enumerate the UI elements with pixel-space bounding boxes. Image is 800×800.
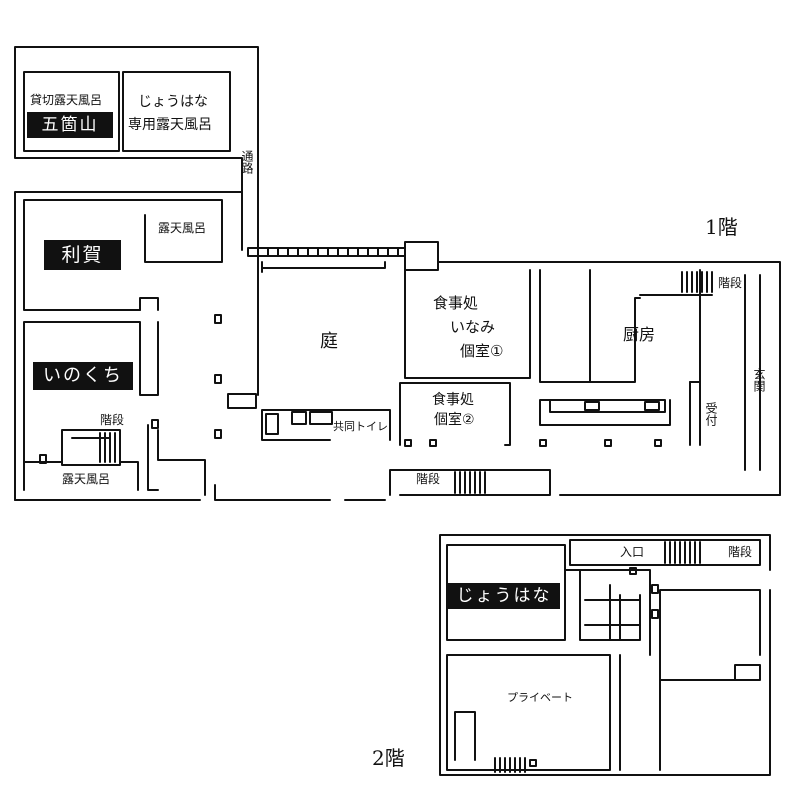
small-post-9 bbox=[429, 439, 437, 447]
inami-line3: 個室① bbox=[460, 342, 504, 360]
toilet-fixture-3 bbox=[291, 411, 307, 425]
johana-name-badge: じょうはな bbox=[448, 583, 560, 609]
genkan-label: 玄関 bbox=[752, 368, 766, 392]
toilet-label: 共同トイレ bbox=[333, 420, 388, 433]
floor2-stair-steps bbox=[664, 541, 701, 564]
floor2-post-3 bbox=[629, 567, 637, 575]
floor1-steps-bottom bbox=[454, 471, 486, 494]
toga-name-badge: 利賀 bbox=[44, 240, 121, 270]
inokuchi-stair-steps bbox=[99, 432, 116, 463]
floor2-post-1 bbox=[651, 584, 659, 594]
kitchen-counter bbox=[539, 399, 671, 426]
gokayama-room bbox=[23, 71, 120, 152]
small-post-3 bbox=[214, 429, 222, 439]
small-post-8 bbox=[654, 439, 662, 447]
inokuchi-low-wall bbox=[157, 429, 206, 496]
floor2-outer-wall bbox=[439, 534, 771, 776]
private-room-walls bbox=[446, 654, 611, 771]
johana-bath-line1: じょうはな bbox=[138, 94, 208, 110]
stairs-top-label: 階段 bbox=[718, 276, 743, 290]
small-post-10 bbox=[404, 439, 412, 447]
small-post-1 bbox=[214, 314, 222, 324]
floor2-right-rooms bbox=[619, 589, 761, 771]
floor1-label: 1階 bbox=[705, 215, 738, 239]
kitchen-walls bbox=[539, 269, 701, 383]
kitchen-stair-steps bbox=[639, 271, 713, 296]
garden-top-wall bbox=[247, 247, 406, 257]
sink-2 bbox=[644, 401, 660, 411]
floor2-inner-walls bbox=[564, 569, 651, 656]
inokuchi-name-badge: いのくち bbox=[33, 362, 133, 390]
inami-line1: 食事処 bbox=[433, 294, 479, 312]
inokuchi-stair-walls bbox=[61, 429, 121, 466]
small-post-2 bbox=[214, 374, 222, 384]
gokayama-name-badge: 五箇山 bbox=[27, 112, 113, 138]
toga-bath-label: 露天風呂 bbox=[158, 221, 207, 235]
stairs-bottom-label: 階段 bbox=[416, 472, 441, 486]
floor2-stairs-label: 階段 bbox=[728, 545, 753, 559]
private-label: プライベート bbox=[507, 691, 573, 704]
garden-hatch bbox=[257, 247, 399, 257]
floor2-cross-lines bbox=[584, 584, 641, 641]
sink-1 bbox=[584, 401, 600, 411]
toga-inner-wall bbox=[139, 297, 159, 311]
floor1-bottom-wall bbox=[14, 469, 781, 501]
johana-bath-line2: 専用露天風呂 bbox=[128, 117, 212, 133]
floor2-post-4 bbox=[529, 759, 537, 767]
reception-walls bbox=[689, 381, 701, 446]
genkan-walls bbox=[744, 274, 761, 471]
inokuchi-stairs-label: 階段 bbox=[100, 413, 125, 427]
entry-block bbox=[404, 241, 439, 271]
floor2-top-corridor bbox=[569, 539, 761, 566]
inokuchi-bath-label: 露天風呂 bbox=[62, 472, 111, 486]
inami-line2: いなみ bbox=[450, 318, 496, 336]
toilet-fixture-2 bbox=[309, 411, 333, 425]
toga-walls bbox=[14, 191, 243, 501]
floor1-top-wall bbox=[437, 261, 781, 496]
garden-label: 庭 bbox=[320, 331, 338, 352]
floor2-label: 2階 bbox=[372, 746, 405, 770]
johana-bath-room bbox=[122, 71, 231, 152]
corridor-wall bbox=[241, 184, 259, 251]
gokayama-caption: 貸切露天風呂 bbox=[30, 93, 103, 107]
floor2-bottom-steps bbox=[494, 757, 526, 773]
kitchen-label: 厨房 bbox=[623, 325, 656, 344]
small-post-5 bbox=[39, 454, 47, 464]
floor2-entrance-label: 入口 bbox=[620, 545, 645, 559]
reception-label: 受付 bbox=[704, 402, 718, 426]
small-post-6 bbox=[539, 439, 547, 447]
small-post-7 bbox=[604, 439, 612, 447]
koshitsu2-walls bbox=[399, 382, 511, 446]
corridor-label: 通路 bbox=[240, 150, 254, 174]
johana-room-walls bbox=[446, 544, 566, 641]
garden-inner-line bbox=[261, 261, 386, 273]
private-bath-walls bbox=[454, 711, 476, 761]
floor2-post-2 bbox=[651, 609, 659, 619]
outer-wall-left-column bbox=[14, 46, 259, 186]
bath-step bbox=[227, 393, 257, 409]
koshitsu2-line1: 食事処 bbox=[432, 392, 474, 408]
koshitsu2-line2: 個室② bbox=[434, 412, 475, 428]
toilet-fixture-1 bbox=[265, 413, 279, 435]
small-post-4 bbox=[151, 419, 159, 429]
toilet-walls bbox=[261, 409, 391, 441]
inami-walls bbox=[404, 269, 531, 379]
